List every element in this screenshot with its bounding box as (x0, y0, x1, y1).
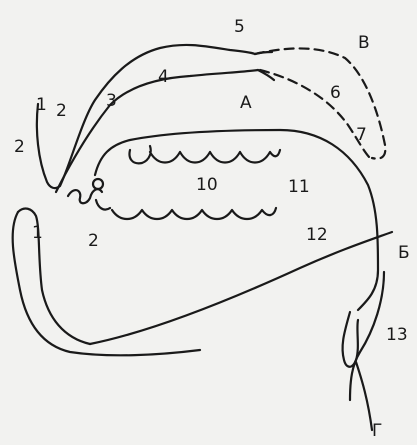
label-5: 5 (234, 17, 245, 37)
larynx-lower (356, 362, 372, 430)
lower-lip (18, 209, 90, 344)
label-letter-a: А (240, 93, 252, 113)
larynx-curve (343, 312, 358, 367)
tongue-tip-mark (93, 179, 103, 189)
label-6: 6 (330, 83, 341, 103)
label-2-upper: 2 (14, 137, 25, 157)
pharynx-back-wall (350, 272, 384, 400)
label-3: 3 (106, 91, 117, 111)
label-2-upper-lip: 2 (56, 101, 67, 121)
label-2-lower: 2 (88, 231, 99, 251)
label-1-upper: 1 (36, 95, 47, 115)
label-12: 12 (306, 225, 328, 245)
label-letter-v: В (358, 33, 370, 53)
label-13: 13 (386, 325, 408, 345)
velum-dashed (260, 70, 370, 158)
lower-teeth (96, 200, 276, 219)
upper-teeth (130, 146, 281, 163)
label-1-lower: 1 (32, 223, 43, 243)
label-letter-g: Г (372, 421, 382, 441)
label-4: 4 (158, 67, 169, 87)
label-11: 11 (288, 177, 310, 197)
label-letter-b: Б (398, 243, 410, 263)
label-7: 7 (356, 125, 367, 145)
label-10: 10 (196, 175, 218, 195)
